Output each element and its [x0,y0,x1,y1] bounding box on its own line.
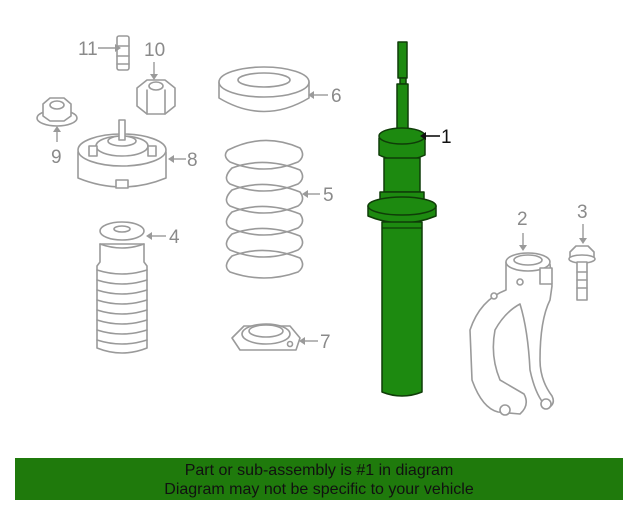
part-4-dust-boot [96,221,148,354]
part-6-upper-spring-seat [218,66,310,113]
callout-10: 10 [144,40,165,61]
banner-line-2: Diagram may not be specific to your vehi… [164,481,474,498]
part-9-flange-nut [36,97,78,127]
part-10-nut [136,79,176,115]
part-5-coil-spring [224,139,304,279]
part-2-fork [469,252,555,416]
callout-7: 7 [320,332,331,353]
part-3-bolt [568,245,596,301]
callout-11: 11 [78,39,98,60]
callout-4: 4 [169,227,180,248]
callout-3: 3 [577,202,588,223]
part-7-lower-spring-seat [231,323,301,351]
callout-8: 8 [187,150,198,171]
banner-line-1: Part or sub-assembly is #1 in diagram [184,462,454,479]
part-8-upper-mount [77,119,167,189]
disclaimer-banner: Part or sub-assembly is #1 in diagram Di… [15,458,623,500]
callout-1: 1 [441,127,452,148]
callout-5: 5 [323,185,334,206]
callout-9: 9 [51,147,62,168]
part-11-stud [116,35,130,71]
callout-6: 6 [331,86,342,107]
callout-2: 2 [517,209,528,230]
part-1-strut [367,41,437,397]
